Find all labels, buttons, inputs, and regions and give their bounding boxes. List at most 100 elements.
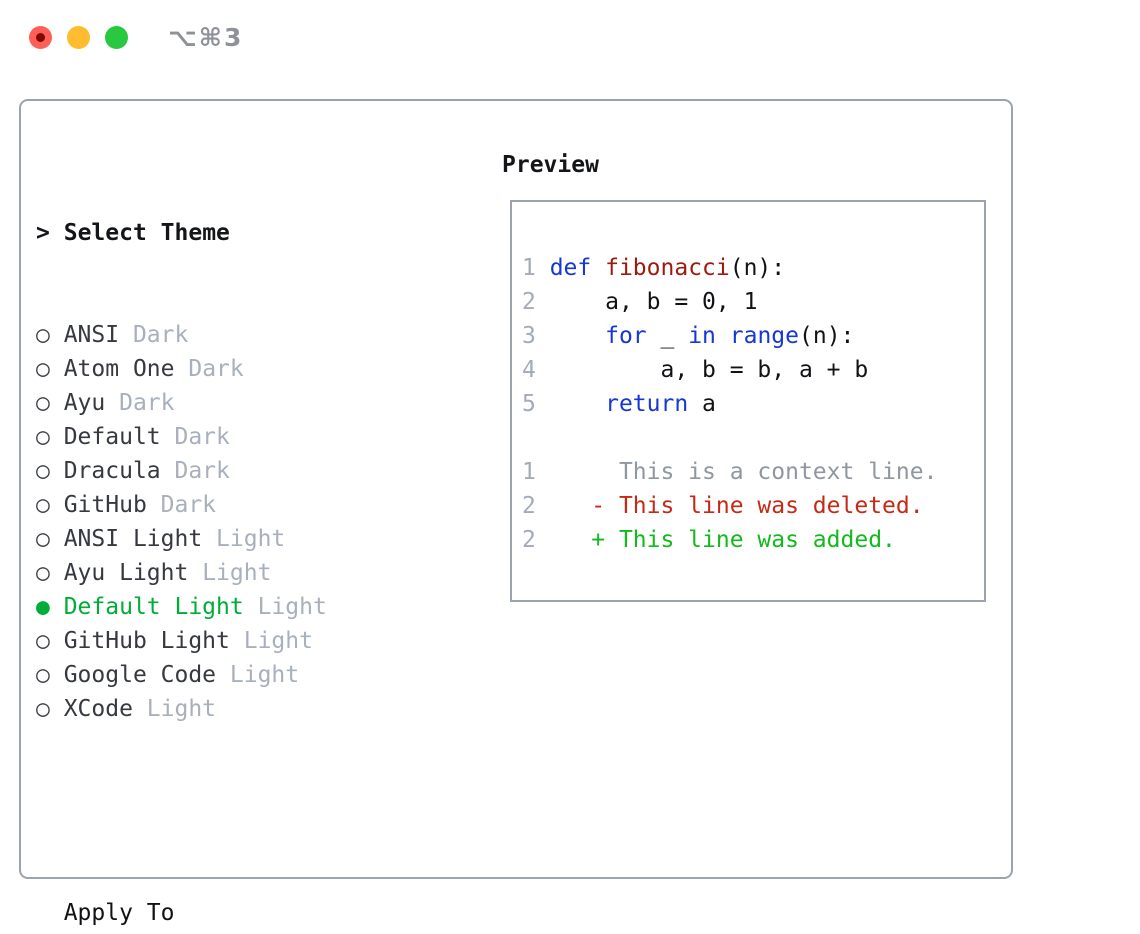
code-token-plain [550, 391, 605, 417]
code-token-plain: (n): [729, 255, 786, 281]
code-token-plain [716, 323, 730, 349]
line-number: 5 [522, 391, 550, 417]
radio-unselected-icon: ○ [36, 492, 50, 518]
radio-unselected-icon: ○ [36, 458, 50, 484]
radio-unselected-icon: ○ [36, 526, 50, 552]
theme-item-label: Ayu [49, 390, 120, 416]
radio-unselected-icon: ○ [36, 322, 50, 348]
theme-item-label: GitHub Light [49, 628, 244, 654]
radio-unselected-icon: ○ [36, 662, 50, 688]
theme-item-label: Dracula [49, 458, 175, 484]
theme-item-ayu[interactable]: ○ Ayu Dark [36, 386, 424, 420]
theme-item-ansi-light[interactable]: ○ ANSI Light Light [36, 522, 424, 556]
theme-item-label: XCode [49, 696, 147, 722]
radio-unselected-icon: ○ [36, 356, 50, 382]
theme-variant-label: Dark [174, 458, 230, 484]
code-token-del: - This line was deleted. [549, 493, 924, 519]
line-number: 2 [522, 493, 550, 519]
apply-to-header-label: Apply To [63, 900, 175, 926]
apply-to-header: Apply To [36, 896, 424, 930]
radio-selected-icon: ● [36, 594, 50, 620]
code-line: 4 a, b = b, a + b [522, 353, 937, 387]
theme-variant-label: Light [216, 526, 286, 552]
theme-item-label: Default Light [49, 594, 258, 620]
theme-picker-left-column: > Select Theme ○ ANSI Dark○ Atom One Dar… [36, 148, 424, 934]
line-number [522, 425, 536, 451]
code-line: 2 - This line was deleted. [522, 489, 937, 523]
theme-item-dracula[interactable]: ○ Dracula Dark [36, 454, 424, 488]
code-token-kw: return [605, 391, 689, 417]
code-token-plain [591, 255, 605, 281]
code-token-plain: _ [646, 323, 689, 349]
theme-item-default[interactable]: ○ Default Dark [36, 420, 424, 454]
prompt-icon: > [36, 220, 50, 246]
line-number: 1 [522, 255, 550, 281]
theme-item-label: Google Code [49, 662, 230, 688]
close-button-icon[interactable] [29, 26, 52, 49]
code-token-plain [550, 323, 605, 349]
line-number: 4 [522, 357, 550, 383]
select-theme-header: > Select Theme [36, 216, 424, 250]
zoom-button-icon[interactable] [105, 26, 128, 49]
theme-variant-label: Light [243, 628, 313, 654]
minimize-button-icon[interactable] [67, 26, 90, 49]
theme-item-label: Atom One [49, 356, 189, 382]
theme-item-label: Ayu Light [49, 560, 203, 586]
radio-unselected-icon: ○ [36, 424, 50, 450]
theme-item-label: Default [49, 424, 175, 450]
code-token-kw: range [729, 323, 799, 349]
theme-item-google-code[interactable]: ○ Google Code Light [36, 658, 424, 692]
theme-variant-label: Dark [160, 492, 217, 518]
spacer [36, 794, 424, 828]
theme-item-xcode[interactable]: ○ XCode Light [36, 692, 424, 726]
radio-unselected-icon: ○ [36, 560, 50, 586]
theme-item-ansi[interactable]: ○ ANSI Dark [36, 318, 424, 352]
window-title: ⌥⌘3 [168, 23, 244, 52]
theme-item-default-light[interactable]: ● Default Light Light [36, 590, 424, 624]
theme-variant-label: Light [146, 696, 217, 722]
code-token-kw: def [549, 255, 592, 281]
theme-variant-label: Dark [119, 390, 175, 416]
code-line [522, 421, 937, 455]
code-token-add: + This line was added. [549, 527, 896, 553]
theme-variant-label: Light [202, 560, 272, 586]
radio-unselected-icon: ○ [36, 696, 50, 722]
theme-picker-panel: > Select Theme ○ ANSI Dark○ Atom One Dar… [19, 99, 1013, 926]
theme-item-label: GitHub [49, 492, 161, 518]
theme-variant-label: Dark [132, 322, 189, 348]
code-line: 1 This is a context line. [522, 455, 937, 489]
code-line: 3 for _ in range(n): [522, 319, 937, 353]
traffic-lights [29, 26, 128, 49]
code-line: 5 return a [522, 387, 937, 421]
code-token-fn: fibonacci [605, 255, 730, 281]
theme-item-label: ANSI Light [49, 526, 217, 552]
radio-unselected-icon: ○ [36, 390, 50, 416]
theme-variant-label: Dark [188, 356, 244, 382]
radio-unselected-icon: ○ [36, 628, 50, 654]
select-theme-header-label: Select Theme [63, 220, 230, 246]
theme-item-atom-one[interactable]: ○ Atom One Dark [36, 352, 424, 386]
code-line: 2 a, b = 0, 1 [522, 285, 937, 319]
theme-item-ayu-light[interactable]: ○ Ayu Light Light [36, 556, 424, 590]
code-token-ctx: This is a context line. [549, 459, 938, 485]
code-line: 1 def fibonacci(n): [522, 251, 937, 285]
theme-list: ○ ANSI Dark○ Atom One Dark○ Ayu Dark○ De… [36, 318, 424, 726]
code-token-plain: a, b = b, a + b [549, 357, 869, 383]
theme-item-label: ANSI [49, 322, 133, 348]
theme-variant-label: Light [257, 594, 327, 620]
line-number: 3 [522, 323, 550, 349]
code-token-plain: a [688, 391, 716, 417]
theme-item-github-light[interactable]: ○ GitHub Light Light [36, 624, 424, 658]
line-number: 2 [522, 289, 550, 315]
code-line: 2 + This line was added. [522, 523, 937, 557]
code-token-kw: for [605, 323, 647, 349]
code-token-plain: (n): [799, 323, 855, 349]
code-token-kw: in [688, 323, 716, 349]
theme-item-github[interactable]: ○ GitHub Dark [36, 488, 424, 522]
theme-variant-label: Dark [174, 424, 230, 450]
line-number: 2 [522, 527, 550, 553]
preview-header-label: Preview [502, 152, 599, 178]
